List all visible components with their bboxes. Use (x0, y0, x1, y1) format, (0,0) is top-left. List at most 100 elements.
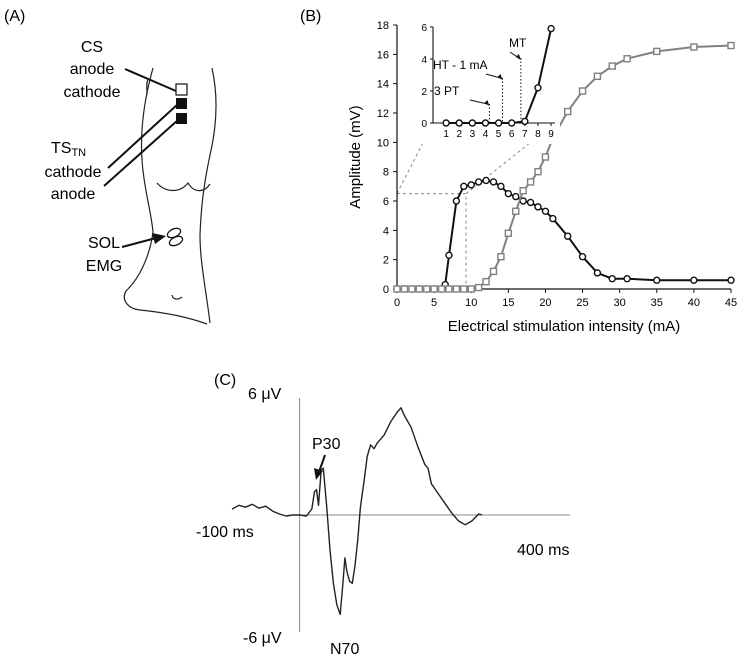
series-1-point-26 (623, 55, 631, 63)
series-0-point-16 (504, 189, 513, 198)
x-tick-label-5: 5 (431, 297, 437, 309)
ts-label-sub: TN (71, 147, 86, 159)
sep-waveform-chart (231, 398, 570, 632)
inset-series-0-point-5 (508, 119, 516, 127)
inset-x-tick-label-9: 9 (548, 129, 554, 140)
series-1-point-13 (489, 267, 498, 276)
leg-outline (123, 67, 217, 325)
inset-x-tick-label-5: 5 (496, 129, 502, 140)
series-0-point-27 (623, 275, 631, 283)
inset-y-tick-label-0: 0 (421, 119, 427, 130)
sep-x-right-label: 400 ms (517, 542, 569, 559)
inset-annotation-arrowhead-1 (497, 74, 503, 80)
series-1-point-14 (497, 253, 505, 261)
series-0-point-30 (727, 276, 735, 284)
series-1-point-27 (653, 47, 661, 56)
inset-annotation-label-2: MT (509, 36, 527, 50)
panel-c-label: (C) (214, 372, 236, 389)
y-tick-label-4: 4 (383, 225, 389, 237)
series-1-point-1 (400, 285, 409, 293)
inset-annotation-arrowhead-2 (515, 54, 521, 60)
inset-series-0-point-0 (442, 119, 450, 127)
ts-cathode-label: cathode (45, 164, 102, 181)
ts-label-main: TS (51, 140, 71, 157)
y-tick-label-18: 18 (377, 20, 389, 32)
series-1-point-0 (393, 285, 401, 293)
ts-cathode-electrode (176, 113, 187, 124)
series-1-point-8 (452, 285, 461, 293)
series-0-point-22 (549, 214, 557, 223)
inset-series-0-point-1 (455, 119, 463, 127)
series-0-point-19 (526, 198, 535, 207)
sep-y-top-label: 6 μV (248, 386, 282, 403)
series-0-point-23 (564, 232, 572, 240)
panel-a-label: (A) (4, 8, 25, 25)
series-0-point-29 (690, 276, 698, 284)
series-1-point-18 (526, 178, 535, 186)
series-1-point-12 (482, 277, 490, 286)
cs-anode-label: anode (70, 61, 115, 78)
inset-series-0-point-4 (494, 119, 503, 127)
series-0-line (397, 179, 731, 290)
x-axis-title: Electrical stimulation intensity (mA) (448, 318, 681, 335)
series-0-point-10 (460, 182, 468, 191)
series-0-point-17 (512, 192, 520, 201)
inset-x-tick-label-2: 2 (456, 129, 462, 140)
x-tick-label-15: 15 (502, 297, 514, 309)
x-tick-label-25: 25 (576, 297, 588, 309)
emg-label: EMG (86, 258, 122, 275)
series-1-point-5 (430, 285, 438, 293)
inset-y-tick-label-2: 2 (421, 87, 427, 98)
inset-x-tick-label-1: 1 (443, 129, 449, 140)
series-1-point-15 (504, 229, 513, 237)
sol-emg-arrow-line (121, 237, 157, 248)
inset-annotation-label-0: 3 PT (434, 84, 460, 98)
inset-series-0-point-6 (521, 117, 529, 126)
inset-annotation-arrow-0 (469, 99, 488, 105)
series-1-point-7 (445, 285, 453, 293)
x-tick-label-30: 30 (614, 297, 626, 309)
inset-x-tick-label-7: 7 (522, 129, 528, 140)
inset-y-tick-label-4: 4 (421, 55, 427, 66)
series-0-point-8 (445, 251, 453, 259)
inset-annotation-label-1: HT - 1 mA (433, 58, 487, 72)
inset-series-0-point-7 (534, 84, 542, 92)
series-0-point-14 (489, 178, 498, 186)
series-1-point-10 (467, 285, 475, 293)
series-0-point-13 (482, 176, 490, 185)
inset-y-tick-label-6: 6 (421, 23, 427, 34)
y-tick-label-2: 2 (383, 255, 389, 267)
series-1-point-2 (408, 285, 416, 293)
series-1-point-9 (460, 285, 468, 293)
inset-series-0-point-2 (468, 119, 477, 127)
ts-anode-label: anode (51, 186, 96, 203)
ts-label: TSTN (51, 140, 86, 159)
pointer-lines (103, 68, 179, 248)
series-1-point-28 (690, 43, 698, 51)
x-tick-label-20: 20 (539, 297, 551, 309)
y-tick-label-14: 14 (377, 79, 389, 91)
series-0-point-24 (578, 253, 587, 261)
series-0-point-11 (467, 181, 475, 189)
inset-x-tick-label-8: 8 (535, 129, 541, 140)
y-tick-label-10: 10 (377, 137, 389, 149)
p30-arrow-head (314, 468, 323, 480)
series-0-point-28 (653, 276, 661, 284)
series-1-point-29 (727, 41, 735, 50)
inset-series-0-point-8 (547, 24, 555, 33)
series-1-point-11 (474, 283, 483, 292)
series-1-point-22 (564, 107, 572, 116)
series-1-point-25 (608, 62, 616, 70)
series-1-point-24 (593, 72, 602, 81)
y-tick-label-12: 12 (377, 108, 389, 120)
n70-label: N70 (330, 641, 359, 658)
leg-left-contour (123, 67, 208, 325)
cs-label: CS (81, 39, 103, 56)
y-tick-label-8: 8 (383, 167, 389, 179)
inset-x-tick-label-4: 4 (483, 129, 489, 140)
cs-anode-electrode (175, 83, 188, 96)
y-tick-label-6: 6 (383, 196, 389, 208)
